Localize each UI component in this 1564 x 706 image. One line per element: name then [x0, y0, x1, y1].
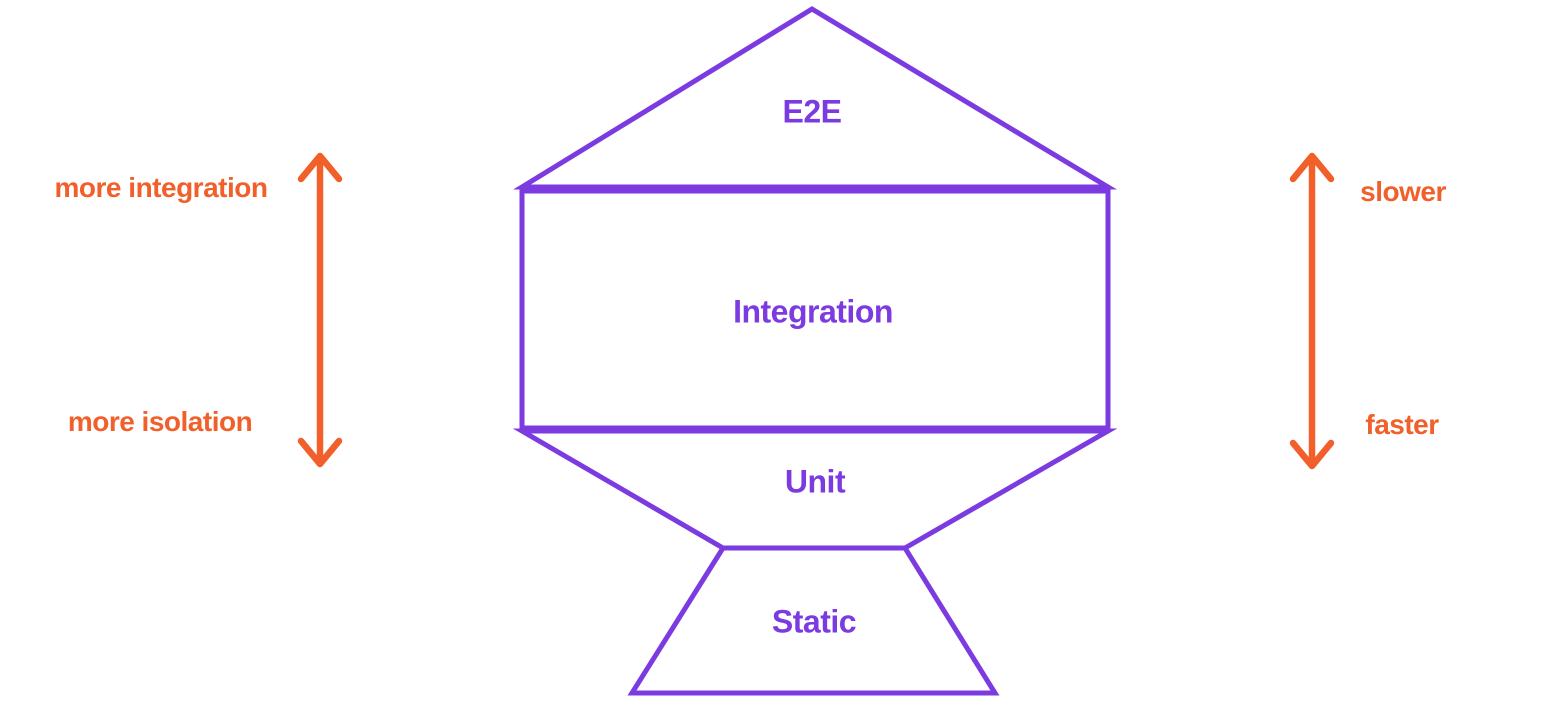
left-arrow-down-head-icon [297, 437, 343, 468]
left-arrow-up-head-icon [297, 152, 343, 183]
right-arrow-down-head-icon [1289, 439, 1335, 470]
unit-level-label: Unit [784, 463, 846, 500]
static-level-label: Static [771, 603, 857, 640]
more-integration-label: more integration [54, 172, 268, 203]
right-arrow-up-head-icon [1289, 152, 1335, 183]
slower-faster-arrow [1289, 152, 1335, 470]
static-trapezoid-shape [627, 545, 1000, 696]
integration-level-label: Integration [733, 293, 893, 330]
integration-isolation-arrow [297, 152, 343, 468]
integration-rectangle-shape [519, 188, 1111, 431]
slower-label: slower [1360, 176, 1446, 207]
more-isolation-label: more isolation [67, 406, 253, 437]
e2e-level-label: E2E [782, 93, 842, 130]
faster-label: faster [1365, 409, 1439, 440]
e2e-triangle-shape [513, 6, 1118, 190]
